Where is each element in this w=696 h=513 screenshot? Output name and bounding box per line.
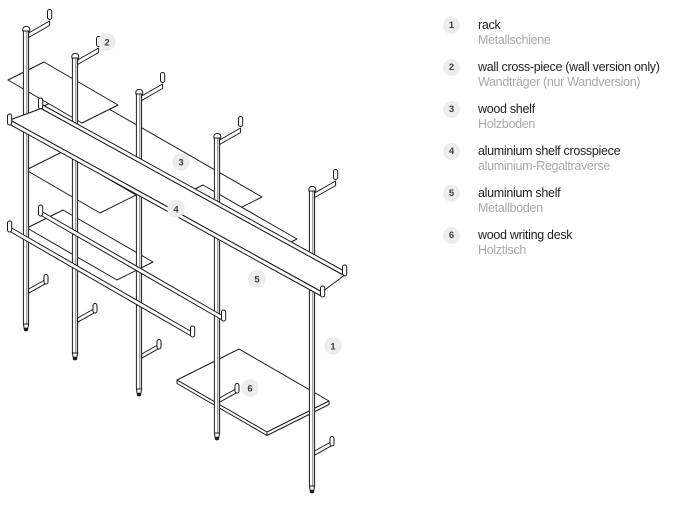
callout-number-2: 2 [104,37,109,48]
parts-legend: 1 rack Metallschiene 2 wall cross-piece … [443,17,660,270]
legend-item-aluminium-crosspiece: 4 aluminium shelf crosspiece aluminium-R… [443,143,660,174]
legend-label-de: Holztisch [478,243,527,257]
legend-item-writing-desk: 6 wood writing desk Holztisch [443,227,660,258]
legend-text-4: aluminium shelf crosspiece aluminium-Reg… [478,144,621,174]
aluminium-shelf-surface [9,108,345,293]
callout-badge-2: 2 [98,33,116,51]
wall-crosspiece-upper-2 [77,36,102,65]
legend-badge-6: 6 [443,227,460,244]
legend-label-en: aluminium shelf crosspiece [478,144,621,158]
legend-label-en: wood writing desk [478,228,573,242]
legend-label-de: Holzboden [478,117,536,131]
legend-badge-2: 2 [443,59,460,76]
legend-text-1: rack Metallschiene [478,18,551,48]
callout-badge-1: 1 [324,337,342,355]
legend-label-en: wall cross-piece (wall version only) [478,60,660,74]
callout-number-3: 3 [178,157,183,168]
legend-label-de: aluminium-Regaltraverse [478,159,611,173]
aluminium-crosspiece-lower [7,204,227,338]
legend-label-en: aluminium shelf [478,186,561,200]
legend-text-5: aluminium shelf Metallboden [478,186,561,216]
legend-text-3: wood shelf Holzboden [478,102,535,132]
legend-item-rack: 1 rack Metallschiene [443,17,660,48]
rack-post-3 [135,89,144,397]
callout-badges: 2 3 4 5 1 6 [98,33,342,397]
wall-crosspiece-lower-3 [141,339,162,359]
wall-crosspiece-upper-3 [141,72,166,101]
legend-label-en: rack [478,18,501,32]
wood-shelf-top-left [7,61,119,124]
wall-crosspiece-upper-5 [314,169,339,198]
wall-crosspiece-upper-1 [28,9,53,38]
legend-text-2: wall cross-piece (wall version only) Wan… [478,60,660,90]
aluminium-shelf-assembly [7,97,348,298]
legend-label-de: Wandträger (nur Wandversion) [478,75,641,89]
legend-label-de: Metallschiene [478,33,551,47]
legend-badge-4: 4 [443,143,460,160]
wall-crosspiece-lower-5 [314,436,335,456]
rack-post-5 [308,186,317,494]
legend-label-en: wood shelf [478,102,535,116]
legend-item-wall-crosspiece: 2 wall cross-piece (wall version only) W… [443,59,660,90]
wall-crosspiece-lower-4 [219,383,240,403]
callout-badge-6: 6 [241,379,259,397]
wall-crosspiece-upper-4 [219,116,244,145]
legend-item-aluminium-shelf: 5 aluminium shelf Metallboden [443,185,660,216]
shelving-diagram: 2 3 4 5 1 6 [7,9,348,494]
legend-label-de: Metallboden [478,201,543,215]
rack-post-2 [71,53,80,361]
legend-item-wood-shelf: 3 wood shelf Holzboden [443,101,660,132]
callout-number-4: 4 [173,204,179,215]
legend-text-6: wood writing desk Holztisch [478,228,573,258]
legend-badge-5: 5 [443,185,460,202]
callout-number-1: 1 [330,341,336,352]
wall-crosspiece-lower-1 [28,274,49,294]
rack-post-1 [22,26,31,332]
callout-number-5: 5 [254,274,260,285]
callout-number-6: 6 [247,383,252,394]
rack-post-4 [213,133,222,441]
legend-badge-1: 1 [443,17,460,34]
shelving-diagram-svg: 2 3 4 5 1 6 [7,9,348,494]
legend-badge-3: 3 [443,101,460,118]
wall-crosspiece-lower-2 [77,303,98,323]
callout-badge-4: 4 [167,200,185,218]
callout-badge-3: 3 [172,153,190,171]
callout-badge-5: 5 [248,270,266,288]
